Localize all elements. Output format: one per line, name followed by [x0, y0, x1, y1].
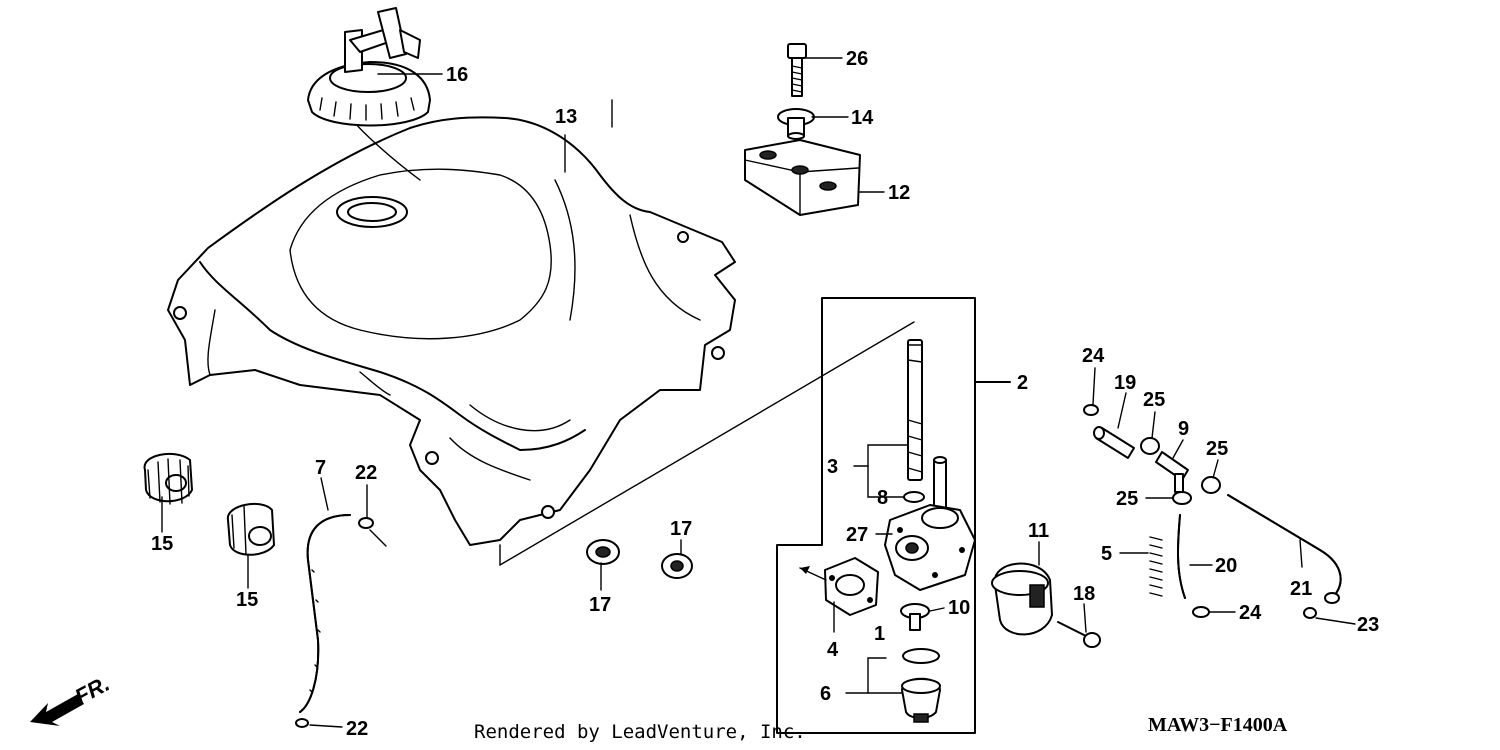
- callout-25-b[interactable]: 25: [1206, 438, 1228, 460]
- callout-22-lower[interactable]: 22: [346, 718, 368, 740]
- callout-1[interactable]: 1: [874, 623, 885, 645]
- callout-4[interactable]: 4: [827, 639, 839, 661]
- collar-14-drawing[interactable]: [777, 108, 815, 140]
- cushion-15-upper-drawing[interactable]: [143, 452, 193, 505]
- clip-22-lower-drawing[interactable]: [295, 718, 309, 728]
- clip-25-a-drawing[interactable]: [1140, 437, 1160, 455]
- callout-labels: 1 2 3 4 5 6 7 8 9 10 11 12 13 14 15 15 1…: [151, 48, 1379, 740]
- bolt-26-drawing[interactable]: [787, 43, 807, 97]
- callout-15-lower[interactable]: 15: [236, 589, 258, 611]
- clip-25-c-drawing[interactable]: [1172, 491, 1192, 505]
- callout-9[interactable]: 9: [1178, 418, 1189, 440]
- callout-26[interactable]: 26: [846, 48, 868, 70]
- fuel-valve-assembly-frame: [499, 297, 1011, 734]
- packing-10-drawing[interactable]: [900, 603, 930, 631]
- grommet-17-left-drawing[interactable]: [586, 539, 620, 565]
- leader-lines: [161, 57, 1356, 728]
- callout-6[interactable]: 6: [820, 683, 831, 705]
- callout-20[interactable]: 20: [1215, 555, 1237, 577]
- clip-24-lower-drawing[interactable]: [1192, 606, 1210, 618]
- callout-27[interactable]: 27: [846, 524, 868, 546]
- callout-17-right[interactable]: 17: [670, 518, 692, 540]
- callout-16[interactable]: 16: [446, 64, 468, 86]
- callout-8[interactable]: 8: [877, 487, 888, 509]
- fuel-cap-drawing[interactable]: [307, 7, 431, 127]
- callout-3[interactable]: 3: [827, 456, 838, 478]
- valve-lever-4-drawing[interactable]: [799, 557, 879, 616]
- callout-2[interactable]: 2: [1017, 372, 1028, 394]
- breather-tube-7-drawing[interactable]: [299, 514, 351, 713]
- callout-13[interactable]: 13: [555, 106, 577, 128]
- fuel-valve-body-27-drawing[interactable]: [884, 456, 976, 591]
- o-ring-1-drawing[interactable]: [902, 648, 940, 664]
- tube-21-drawing[interactable]: [1227, 494, 1342, 604]
- callout-15-upper[interactable]: 15: [151, 533, 173, 555]
- rubber-mount-12-drawing[interactable]: [744, 139, 861, 216]
- grommet-17-right-drawing[interactable]: [661, 553, 693, 579]
- strainer-3-drawing[interactable]: [907, 339, 923, 481]
- callout-11[interactable]: 11: [1028, 520, 1049, 542]
- front-arrow-icon: [30, 694, 84, 726]
- spring-5-drawing[interactable]: [1149, 536, 1163, 597]
- tube-20-drawing[interactable]: [1177, 514, 1186, 599]
- callout-22-upper[interactable]: 22: [355, 462, 377, 484]
- callout-10[interactable]: 10: [948, 597, 970, 619]
- fuel-cup-6-drawing[interactable]: [901, 677, 941, 723]
- callout-25-a[interactable]: 25: [1143, 389, 1165, 411]
- valve-knob-11-drawing[interactable]: [991, 562, 1053, 636]
- diagram-code: MAW3−F1400A: [1148, 714, 1288, 736]
- clip-23-drawing[interactable]: [1303, 607, 1317, 619]
- callout-21[interactable]: 21: [1290, 578, 1312, 600]
- callout-14[interactable]: 14: [851, 107, 874, 129]
- tube-19-drawing[interactable]: [1093, 426, 1135, 459]
- callout-24-upper[interactable]: 24: [1082, 345, 1105, 367]
- front-direction-marker: FR.: [30, 671, 114, 726]
- callout-25-c[interactable]: 25: [1116, 488, 1138, 510]
- callout-18[interactable]: 18: [1073, 583, 1095, 605]
- callout-19[interactable]: 19: [1114, 372, 1136, 394]
- render-credit: Rendered by LeadVenture, Inc.: [474, 721, 806, 743]
- callout-12[interactable]: 12: [888, 182, 910, 204]
- clip-24-upper-drawing[interactable]: [1083, 404, 1099, 416]
- clip-25-b-drawing[interactable]: [1201, 476, 1221, 494]
- fuel-tank-drawing[interactable]: [167, 116, 736, 546]
- cushion-15-lower-drawing[interactable]: [226, 502, 275, 556]
- o-ring-8-drawing[interactable]: [903, 491, 925, 503]
- tee-joint-9-drawing[interactable]: [1155, 451, 1189, 493]
- callout-23[interactable]: 23: [1357, 614, 1379, 636]
- callout-17-left[interactable]: 17: [589, 594, 611, 616]
- callout-5[interactable]: 5: [1101, 543, 1112, 565]
- bolt-18-drawing[interactable]: [1057, 621, 1101, 648]
- callout-24-lower[interactable]: 24: [1239, 602, 1262, 624]
- callout-7[interactable]: 7: [315, 457, 326, 479]
- clip-22-upper-drawing[interactable]: [358, 517, 387, 547]
